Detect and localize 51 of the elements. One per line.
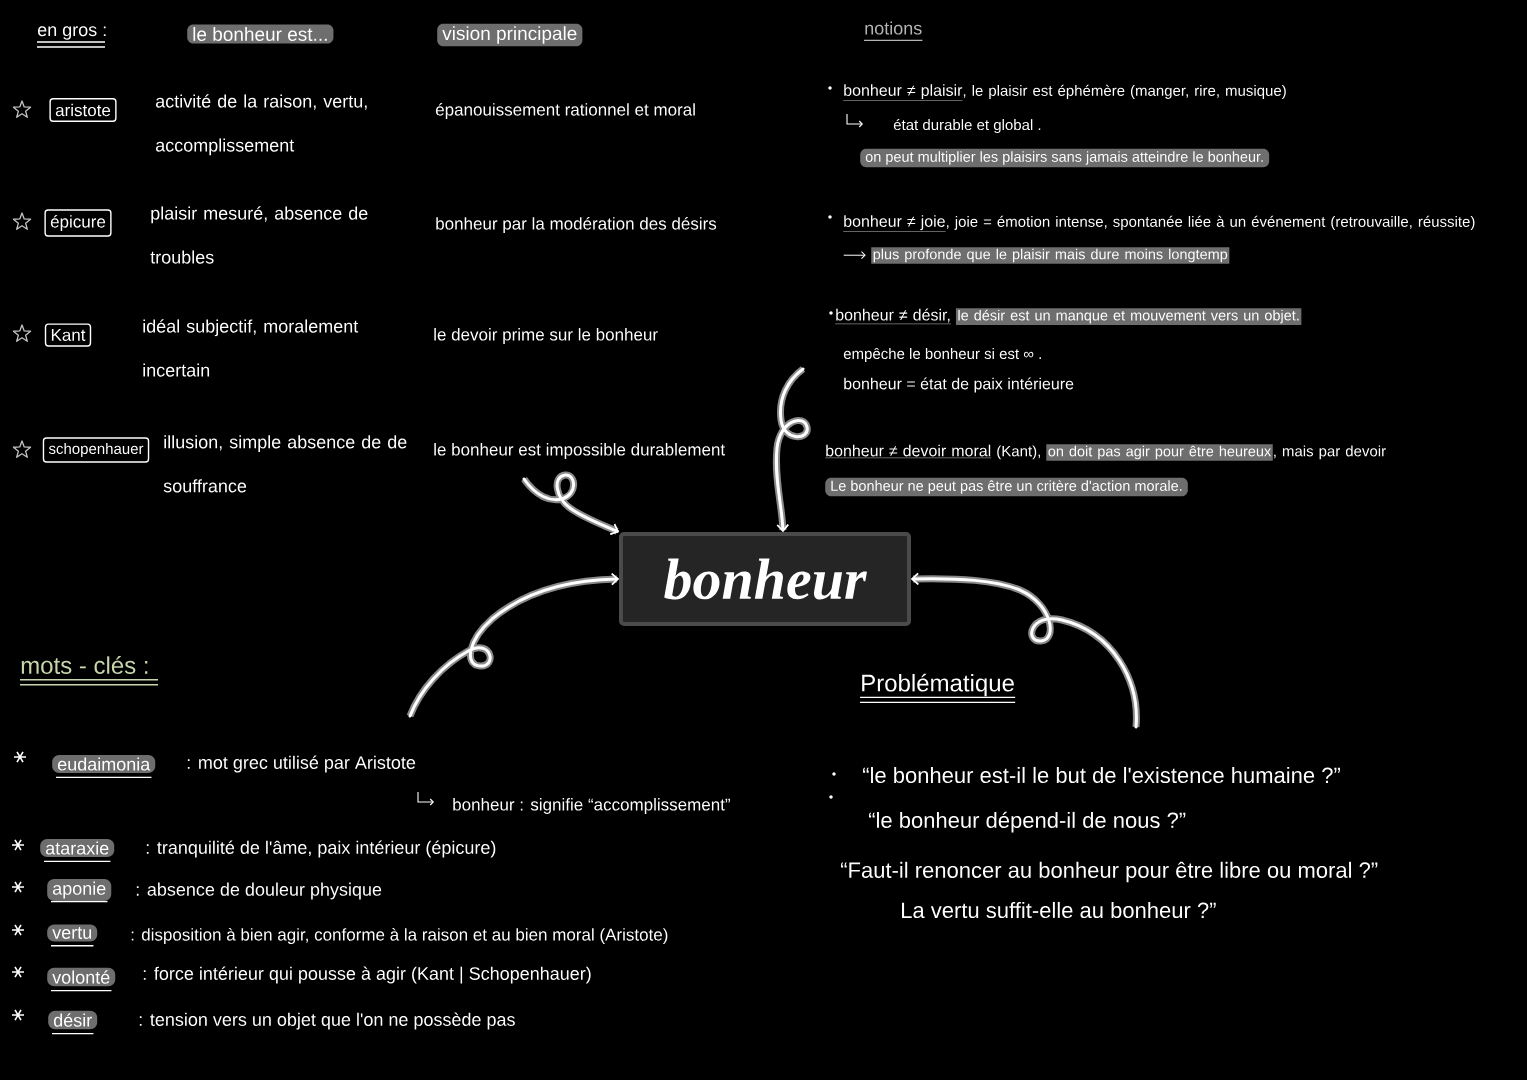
highlighted-text: plus profonde que le plaisir mais dure moins longtemp [871, 247, 1230, 264]
note-text: bonheur = état de paix intérieure [844, 377, 1074, 393]
definition-text: : tranquilité de l'âme, paix intérieur (épicure) [146, 840, 496, 858]
description-text: épanouissement rationnel et moral [435, 103, 695, 120]
description-text: idéal subjectif, moralement incertain [143, 319, 359, 377]
curly-arrow [521, 471, 619, 536]
question-text: “Faut-il renoncer au bonheur pour être libre ou moral ?” [841, 861, 1378, 883]
highlighted-term: aponie [47, 879, 112, 903]
description-text: activité de la raison, vertu, accomplissement [155, 94, 367, 156]
highlighted-text: on doit pas agir pour être heureux [1046, 444, 1273, 461]
name-box: Kant [44, 323, 92, 347]
name-box: schopenhauer [42, 437, 150, 463]
note-text: , joie = émotion intense, spontanée liée à un événement (retrouvaille, réussite) [946, 215, 1475, 230]
definition-text: : mot grec utilisé par Aristote [187, 755, 416, 773]
section-heading: en gros : [36, 26, 106, 48]
description-text: le bonheur est impossible durablement [434, 443, 725, 459]
curly-arrow [911, 572, 1140, 729]
note-text: (Kant), [997, 445, 1040, 460]
description-text: plaisir mesuré, absence de troubles [150, 206, 368, 264]
note-text: empêche le bonheur si est ∞ . [843, 348, 1041, 362]
name-box: épicure [44, 209, 112, 237]
name-box: aristote [49, 98, 117, 122]
definition-text: : tension vers un objet que l'on ne possède pas [139, 1012, 515, 1030]
highlighted-term: désir [48, 1010, 98, 1035]
question-text: “le bonheur dépend-il de nous ?” [869, 811, 1186, 833]
underlined-text: bonheur ≠ devoir moral [825, 444, 992, 458]
section-heading: Problématique [859, 673, 1016, 703]
highlighted-text: le désir est un manque et mouvement vers un objet. [955, 308, 1302, 325]
note-text: , le plaisir est éphémère (manger, rire, musique) [963, 84, 1286, 99]
underlined-text: bonheur ≠ plaisir [843, 84, 963, 101]
definition-text: bonheur : signifie “accomplissement” [453, 798, 730, 814]
underlined-text: bonheur ≠ joie [843, 215, 946, 232]
highlighted-term: vertu [47, 924, 98, 947]
question-text: “le bonheur est-il le but de l'existence humaine ?” [863, 766, 1340, 784]
underlined-text: bonheur ≠ désir, [835, 308, 952, 325]
section-heading: mots - clés : [19, 656, 159, 686]
definition-text: : force intérieur qui pousse à agir (Kant | Schopenhauer) [143, 966, 591, 984]
description-text: bonheur par la modération des désirs [436, 217, 717, 234]
section-heading: notions [863, 21, 924, 42]
definition-text: : disposition à bien agir, conforme à la raison et au bien moral (Aristote) [131, 928, 668, 945]
column-heading: vision principale [437, 23, 583, 47]
central-topic-box: bonheur [619, 532, 911, 626]
question-text: La vertu suffit-elle au bonheur ?” [902, 901, 1216, 919]
definition-text: : absence de douleur physique [136, 882, 382, 900]
note-text: état durable et global . [893, 118, 1041, 134]
note-text: , mais par devoir [1274, 445, 1386, 460]
curly-arrow [772, 366, 811, 532]
description-text: le devoir prime sur le bonheur [434, 328, 658, 344]
description-text: illusion, simple absence de de souffrance [163, 435, 407, 493]
curly-arrow [406, 572, 619, 718]
highlighted-term: volonté [47, 967, 116, 992]
